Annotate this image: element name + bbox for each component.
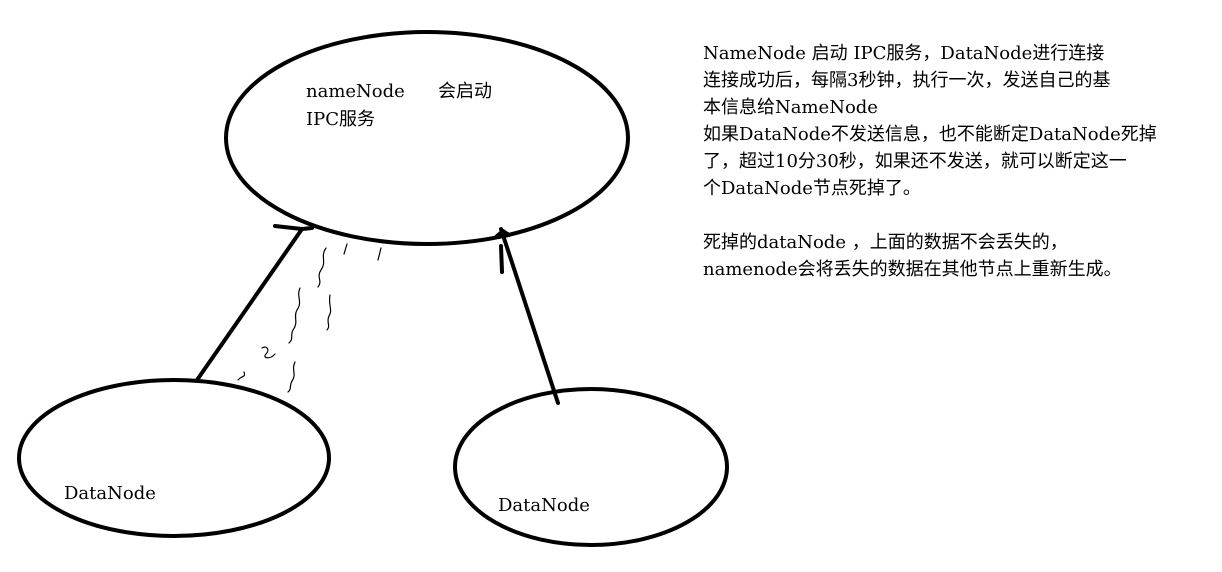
namenode-label: nameNode [306, 81, 405, 102]
notes-line: 连接成功后，每隔3秒钟，执行一次，发送自己的基 [703, 70, 1111, 91]
notes-line: 死掉的dataNode ，上面的数据不会丢失的， [703, 232, 1068, 253]
namenode-start-label: 会启动 [438, 81, 492, 102]
namenode-ellipse [224, 30, 630, 246]
arrow-left-connection [195, 224, 314, 382]
datanode-right-ellipse [453, 387, 729, 547]
notes-line: 了，超过10分30秒，如果还不发送，就可以断定这一 [703, 151, 1127, 172]
notes-line: 如果DataNode不发送信息，也不能断定DataNode死掉 [703, 124, 1157, 145]
notes-line: NameNode 启动 IPC服务，DataNode进行连接 [703, 43, 1105, 64]
notes-line: 本信息给NameNode [703, 97, 878, 118]
notes-paragraph-gap [703, 202, 1213, 229]
notes-line: namenode会将丢失的数据在其他节点上重新生成。 [703, 259, 1122, 280]
datanode-left-label: DataNode [64, 483, 156, 504]
datanode-right-label: DataNode [498, 495, 590, 516]
notes-line: 个DataNode节点死掉了。 [703, 178, 921, 199]
datanode-left-ellipse [17, 378, 331, 538]
arrow-right-connection [495, 227, 560, 405]
data-flow-squiggles [237, 243, 382, 393]
notes-text-block: NameNode 启动 IPC服务，DataNode进行连接 连接成功后，每隔3… [703, 40, 1213, 283]
namenode-ipc-label: IPC服务 [306, 109, 375, 130]
